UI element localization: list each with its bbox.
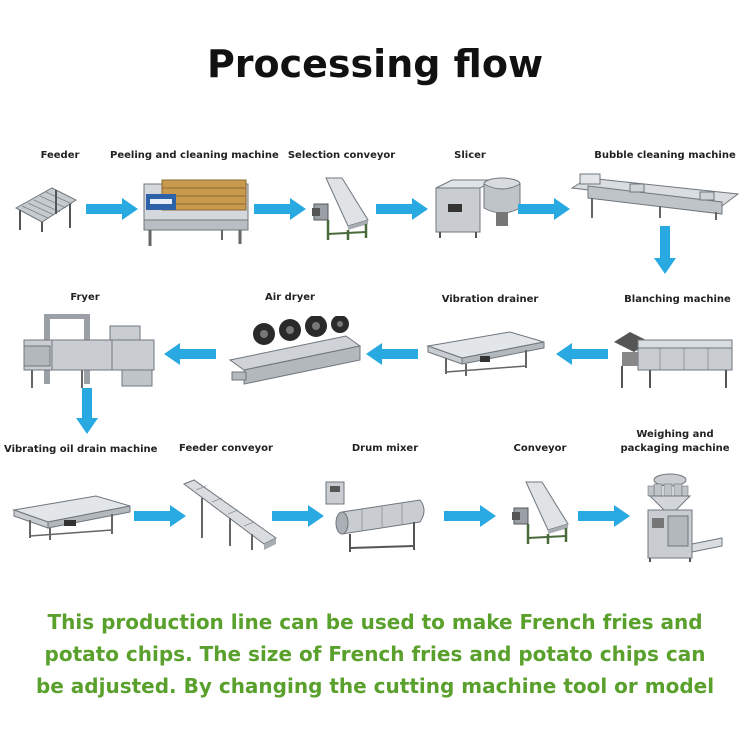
peeling-machine-icon xyxy=(142,174,250,248)
step-label-peeling: Peeling and cleaning machine xyxy=(110,150,279,161)
step-label-packaging-line1: Weighing and xyxy=(636,429,714,440)
bubble-washer-icon xyxy=(570,172,740,222)
step-label-feeder-conveyor: Feeder conveyor xyxy=(179,443,273,454)
arrow-down-icon xyxy=(76,388,98,434)
conveyor-machine-icon xyxy=(508,480,574,546)
selection-conveyor-icon xyxy=(308,176,374,242)
air-dryer-icon xyxy=(226,316,362,388)
arrow-left-icon xyxy=(164,343,216,365)
arrow-right-icon xyxy=(518,198,570,220)
feeder-machine-icon xyxy=(12,178,80,234)
arrow-right-icon xyxy=(254,198,306,220)
step-label-drum-mixer: Drum mixer xyxy=(351,443,419,454)
step-label-fryer: Fryer xyxy=(70,292,100,303)
oil-drain-machine-icon xyxy=(12,494,132,542)
step-label-blanching: Blanching machine xyxy=(624,294,731,305)
slicer-machine-icon xyxy=(432,174,522,240)
arrow-down-icon xyxy=(654,226,676,274)
step-label-conveyor: Conveyor xyxy=(513,443,567,454)
arrow-right-icon xyxy=(444,505,496,527)
step-label-vibration-drainer: Vibration drainer xyxy=(441,294,539,305)
caption-line-2: potato chips. The size of French fries a… xyxy=(44,642,706,666)
packaging-machine-icon xyxy=(636,470,726,562)
page-title: Processing flow xyxy=(206,42,544,86)
arrow-right-icon xyxy=(86,198,138,220)
arrow-right-icon xyxy=(578,505,630,527)
step-label-oil-drain: Vibrating oil drain machine xyxy=(4,444,158,455)
step-label-selection-conveyor: Selection conveyor xyxy=(287,150,396,161)
incline-conveyor-icon xyxy=(182,478,278,554)
fryer-machine-icon xyxy=(22,310,158,392)
step-label-air-dryer: Air dryer xyxy=(265,292,315,303)
arrow-left-icon xyxy=(366,343,418,365)
arrow-left-icon xyxy=(556,343,608,365)
arrow-right-icon xyxy=(134,505,186,527)
blancher-machine-icon xyxy=(610,322,734,392)
step-label-slicer: Slicer xyxy=(454,150,486,161)
step-label-bubble-cleaning: Bubble cleaning machine xyxy=(594,150,736,161)
step-label-feeder: Feeder xyxy=(40,150,80,161)
caption-line-3: be adjusted. By changing the cutting mac… xyxy=(35,674,715,698)
drum-mixer-icon xyxy=(322,478,432,554)
description-caption: This production line can be used to make… xyxy=(30,606,720,702)
vibration-drainer-icon xyxy=(426,328,546,378)
caption-line-1: This production line can be used to make… xyxy=(47,610,703,634)
arrow-right-icon xyxy=(376,198,428,220)
arrow-right-icon xyxy=(272,505,324,527)
step-label-packaging-line2: packaging machine xyxy=(620,443,730,454)
